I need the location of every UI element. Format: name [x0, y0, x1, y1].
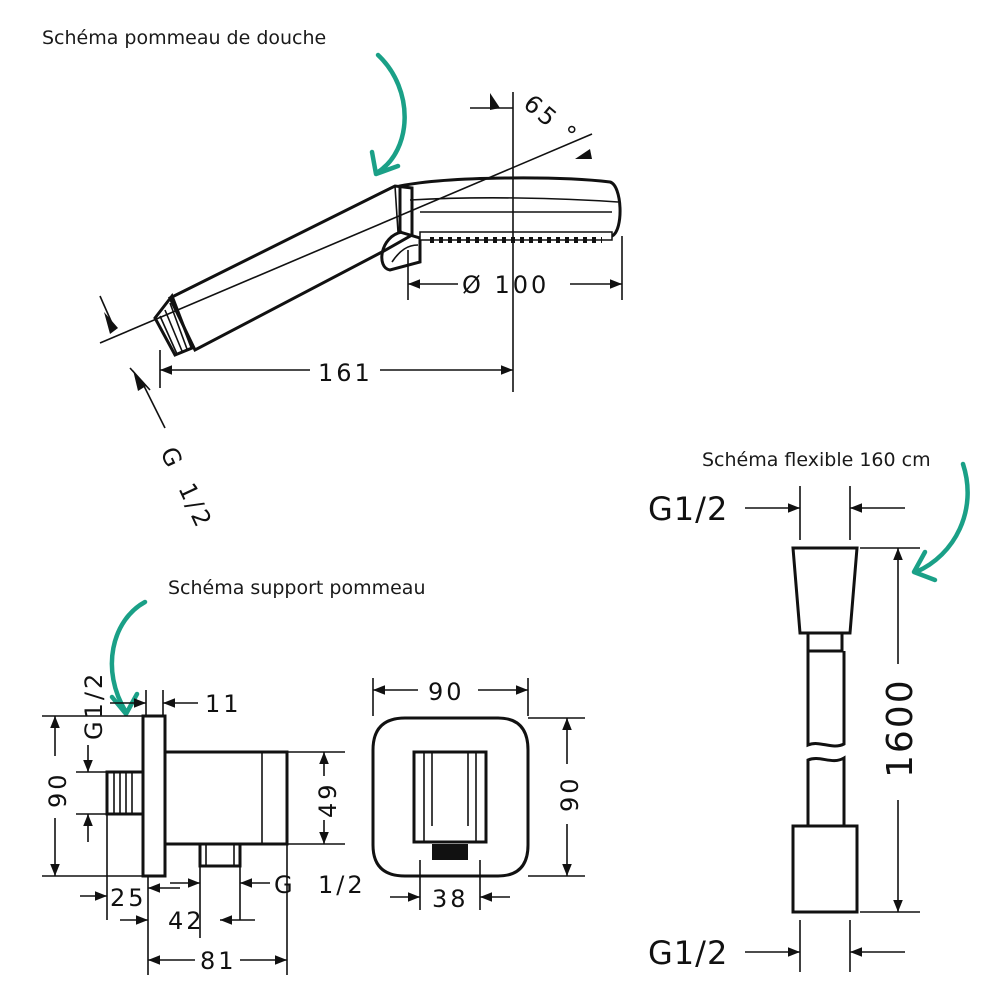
holder-offset: 11 — [205, 690, 242, 718]
shower-head-length: 161 — [318, 359, 373, 387]
pointer-arrow-hose — [913, 461, 970, 575]
caption-shower-head: Schéma pommeau de douche — [42, 27, 326, 49]
hose-thread-bottom: G1/2 — [648, 934, 728, 972]
shower-head-drawing: 65 ° Ø 100 161 G 1/2 — [99, 89, 623, 534]
holder-height-mid: 49 — [314, 781, 342, 818]
shower-head-diameter: Ø 100 — [462, 271, 549, 299]
holder-front-view: 90 90 38 — [371, 678, 585, 913]
holder-dist-25: 25 — [110, 884, 147, 912]
pointer-arrowhead-shower-head — [369, 149, 401, 177]
holder-front-height: 90 — [556, 775, 584, 812]
holder-depth: 81 — [200, 947, 237, 975]
pointer-arrow-holder — [109, 599, 148, 715]
hose-thread-top: G1/2 — [648, 490, 728, 528]
shower-head-thread-g: G — [155, 443, 190, 474]
hose-drawing: G1/2 G1/2 1600 — [648, 486, 921, 972]
caption-holder: Schéma support pommeau — [168, 577, 426, 599]
hose-length: 1600 — [880, 678, 921, 778]
pointer-arrowhead-holder — [109, 691, 140, 717]
pointer-arrowhead-hose — [911, 549, 938, 583]
holder-side-view: G1/2 11 90 49 25 G 1/2 — [42, 671, 366, 975]
holder-front-width: 90 — [428, 678, 465, 706]
holder-thread-vertical: G1/2 — [80, 671, 108, 740]
shower-head-thread-size: 1/2 — [173, 479, 219, 534]
holder-dist-42: 42 — [168, 907, 205, 935]
caption-hose: Schéma flexible 160 cm — [702, 449, 931, 471]
holder-thread-half: 1/2 — [318, 871, 366, 899]
holder-front-38: 38 — [432, 885, 469, 913]
pointer-arrow-shower-head — [375, 52, 407, 175]
holder-height-left: 90 — [44, 771, 72, 808]
holder-thread-g: G — [274, 871, 296, 899]
